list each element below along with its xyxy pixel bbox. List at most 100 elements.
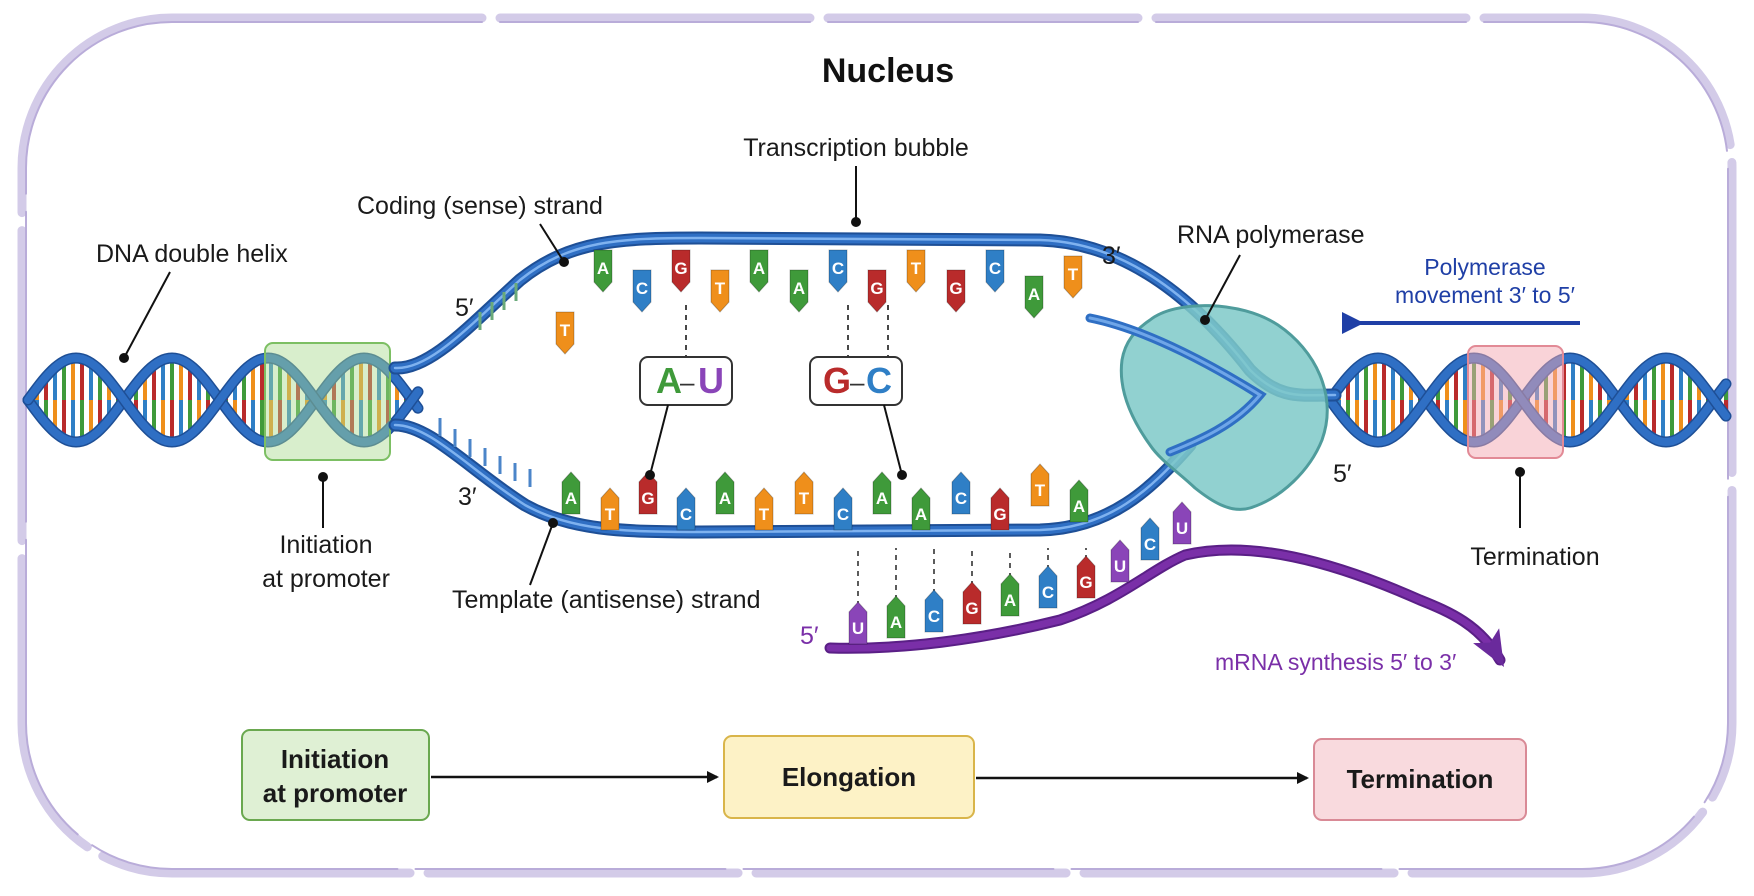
coding-base [828,249,848,293]
label-rna-pol: RNA polymerase [1177,221,1365,249]
pair-au-dot [645,470,655,480]
pointer-coding [539,223,565,263]
stage-initiation-line1: Initiation [281,744,389,774]
template-base-letter: A [876,489,888,508]
pair-au-left: A [656,360,682,401]
coding-base-letter: G [674,259,687,278]
template-base-letter: C [680,505,692,524]
mrna-base [1172,501,1192,545]
stage-termination-label: Termination [1347,764,1494,794]
pointer-dna-helix-dot [119,353,129,363]
mrna-base [924,589,944,633]
coding-base-letter: A [1028,285,1040,304]
label-coding-strand: Coding (sense) strand [357,192,603,220]
coding-base-letter: C [636,279,648,298]
template-base-letter: T [759,505,770,524]
pair-gc-left: G [823,360,851,401]
label-bubble: Transcription bubble [743,134,969,162]
pointer-rna-pol [1204,254,1241,321]
template-base [833,487,853,531]
mrna-base [962,581,982,625]
pointer-dna-helix [123,271,171,359]
rna-polymerase [1119,304,1329,511]
template-base-letter: A [565,489,577,508]
pair-au-right: U [698,360,724,401]
mrna-base-letter: A [1004,591,1016,610]
stage-box-elongation [723,735,975,819]
pair-gc-dot [897,470,907,480]
pointer-template-dot [548,518,558,528]
mrna-base-letter: C [1144,535,1156,554]
label-movement-2: movement 3′ to 5′ [1395,282,1575,308]
mrna-base-letter: G [965,599,978,618]
promoter-region [264,342,391,461]
template-base-letter: A [719,489,731,508]
template-base-letter: A [915,505,927,524]
template-base-letter: G [993,505,1006,524]
mrna-base-letter: U [1114,557,1126,576]
prime-mrna-5: 5′ [800,622,819,650]
coding-base-letter: T [560,321,571,340]
coding-base [867,269,887,313]
template-base-letter: A [1073,497,1085,516]
mrna-backbone [826,546,1504,667]
mrna-base [1076,555,1096,599]
helix-backbone [24,353,422,447]
coding-base-letter: A [793,279,805,298]
pointer-bubble-dot [851,217,861,227]
prime-coding-5: 5′ [455,294,474,322]
pointer-terminator-dot [1515,467,1525,477]
coding-base-letter: C [832,259,844,278]
coding-base-letter: T [911,259,922,278]
mrna-base-letter: G [1079,573,1092,592]
pointer-template [529,522,554,586]
template-base [715,471,735,515]
mrna-base [886,595,906,639]
template-base-letter: T [799,489,810,508]
prime-helix-5: 5′ [1333,460,1352,488]
template-base [1030,463,1050,507]
coding-base [906,249,926,293]
coding-base-letter: T [715,279,726,298]
pair-au-dash: – [680,367,695,397]
page-title: Nucleus [822,52,954,90]
coding-base [632,269,652,313]
nucleus-envelope-inner [25,21,1729,870]
coding-base [593,249,613,293]
template-base [754,487,774,531]
mrna-base-letter: U [1176,519,1188,538]
template-base-letter: T [605,505,616,524]
coding-base-letter: A [753,259,765,278]
mrna-base [848,601,868,645]
coding-base-letter: C [989,259,1001,278]
template-base [561,471,581,515]
coding-base-letter: G [949,279,962,298]
coding-base [985,249,1005,293]
coding-base [789,269,809,313]
coding-base [1063,255,1083,299]
stage-box-termination [1313,738,1527,821]
coding-base [555,311,575,355]
stage-elongation-label: Elongation [782,762,916,792]
pair-gc-dash: – [850,367,865,397]
template-base-letter: T [1035,481,1046,500]
mrna-base [1000,573,1020,617]
template-base [911,487,931,531]
coding-base [671,249,691,293]
mrna-base-letter: A [890,613,902,632]
coding-base [946,269,966,313]
nucleus-envelope [17,13,1737,878]
pair-box-au: A – U [639,356,733,406]
mrna-base-letter: U [852,619,864,638]
template-base [600,487,620,531]
template-base [872,471,892,515]
pair-connectors [685,305,889,357]
coding-base-letter: G [870,279,883,298]
mrna-base [1140,517,1160,561]
template-base [1069,479,1089,523]
stage-initiation-line2: at promoter [263,778,407,808]
mrna-base [1110,539,1130,583]
